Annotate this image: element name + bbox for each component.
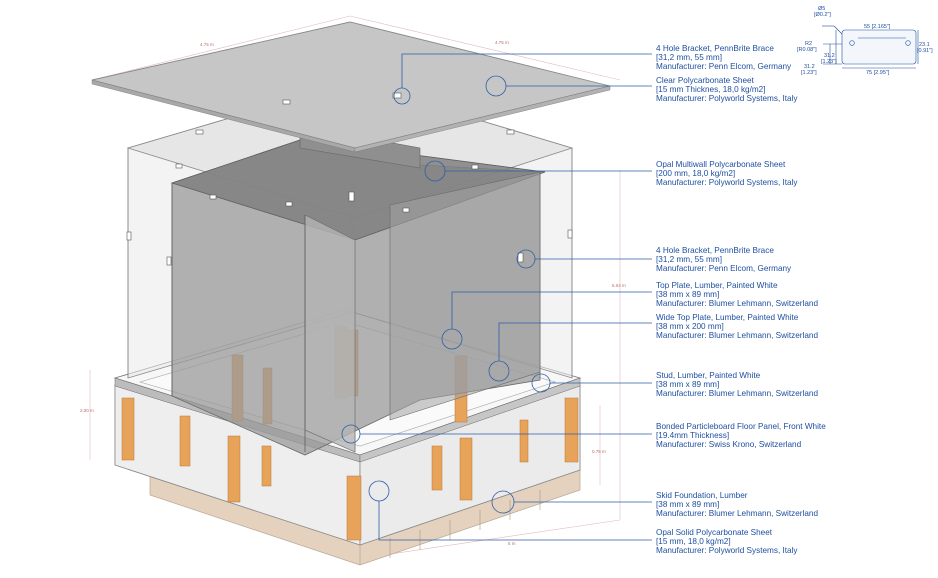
callout-bracket-top: 4 Hole Bracket, PennBrite Brace [31,2 mm… bbox=[656, 44, 792, 71]
brackets bbox=[126, 92, 573, 266]
dim-front-height: 0.75 m bbox=[592, 449, 606, 454]
base-studs bbox=[121, 397, 579, 541]
bracket-radius-in: [R0.08"] bbox=[797, 47, 817, 53]
dim-right-height: 5.04 m bbox=[612, 283, 626, 288]
callout-top-plate: Top Plate, Lumber, Painted White [38 mm … bbox=[656, 281, 819, 308]
bracket-height-b: 31.2 bbox=[804, 64, 815, 70]
callout-opal-solid: Opal Solid Polycarbonate Sheet [15 mm, 1… bbox=[656, 528, 798, 555]
bracket-height-a: 31.2 bbox=[824, 53, 835, 59]
callout-floor-panel: Bonded Particleboard Floor Panel, Front … bbox=[656, 422, 826, 449]
bracket-height-a-in: [1.23"] bbox=[821, 59, 837, 65]
bracket-dia-in: [Ø0.2"] bbox=[814, 12, 831, 18]
dim-left-height: 2.30 m bbox=[80, 408, 94, 413]
bracket-dia: Ø5 bbox=[818, 6, 826, 12]
callout-opal-multiwall: Opal Multiwall Polycarbonate Sheet [200 … bbox=[656, 160, 798, 187]
bracket-width-inner: 55 [2.165"] bbox=[864, 24, 891, 30]
opal-multiwall-box bbox=[170, 125, 546, 456]
bracket-height-c-in: [0.91"] bbox=[917, 48, 933, 54]
callout-bracket-mid: 4 Hole Bracket, PennBrite Brace [31,2 mm… bbox=[656, 246, 792, 273]
dim-top-left: 4.75 m bbox=[200, 42, 214, 47]
bracket-width-outer: 75 [2.95"] bbox=[866, 70, 890, 76]
callout-stud: Stud, Lumber, Painted White [38 mm x 89 … bbox=[656, 371, 819, 398]
bracket-height-c: 23.1 bbox=[919, 42, 930, 48]
bracket-detail-drawing bbox=[822, 25, 919, 69]
bracket-height-b-in: [1.23"] bbox=[801, 70, 817, 76]
callout-skid: Skid Foundation, Lumber [38 mm x 89 mm] … bbox=[656, 491, 819, 518]
callout-wide-top-plate: Wide Top Plate, Lumber, Painted White [3… bbox=[656, 313, 819, 340]
callout-clear-sheet: Clear Polycarbonate Sheet [15 mm Thickne… bbox=[656, 76, 798, 103]
bracket-radius: R2 bbox=[805, 41, 813, 47]
clear-polycarbonate-top-sheet bbox=[91, 21, 611, 153]
leader-lines bbox=[341, 53, 652, 541]
dim-bottom: 5 m bbox=[508, 541, 516, 546]
dim-top-right: 4.75 m bbox=[495, 40, 509, 45]
